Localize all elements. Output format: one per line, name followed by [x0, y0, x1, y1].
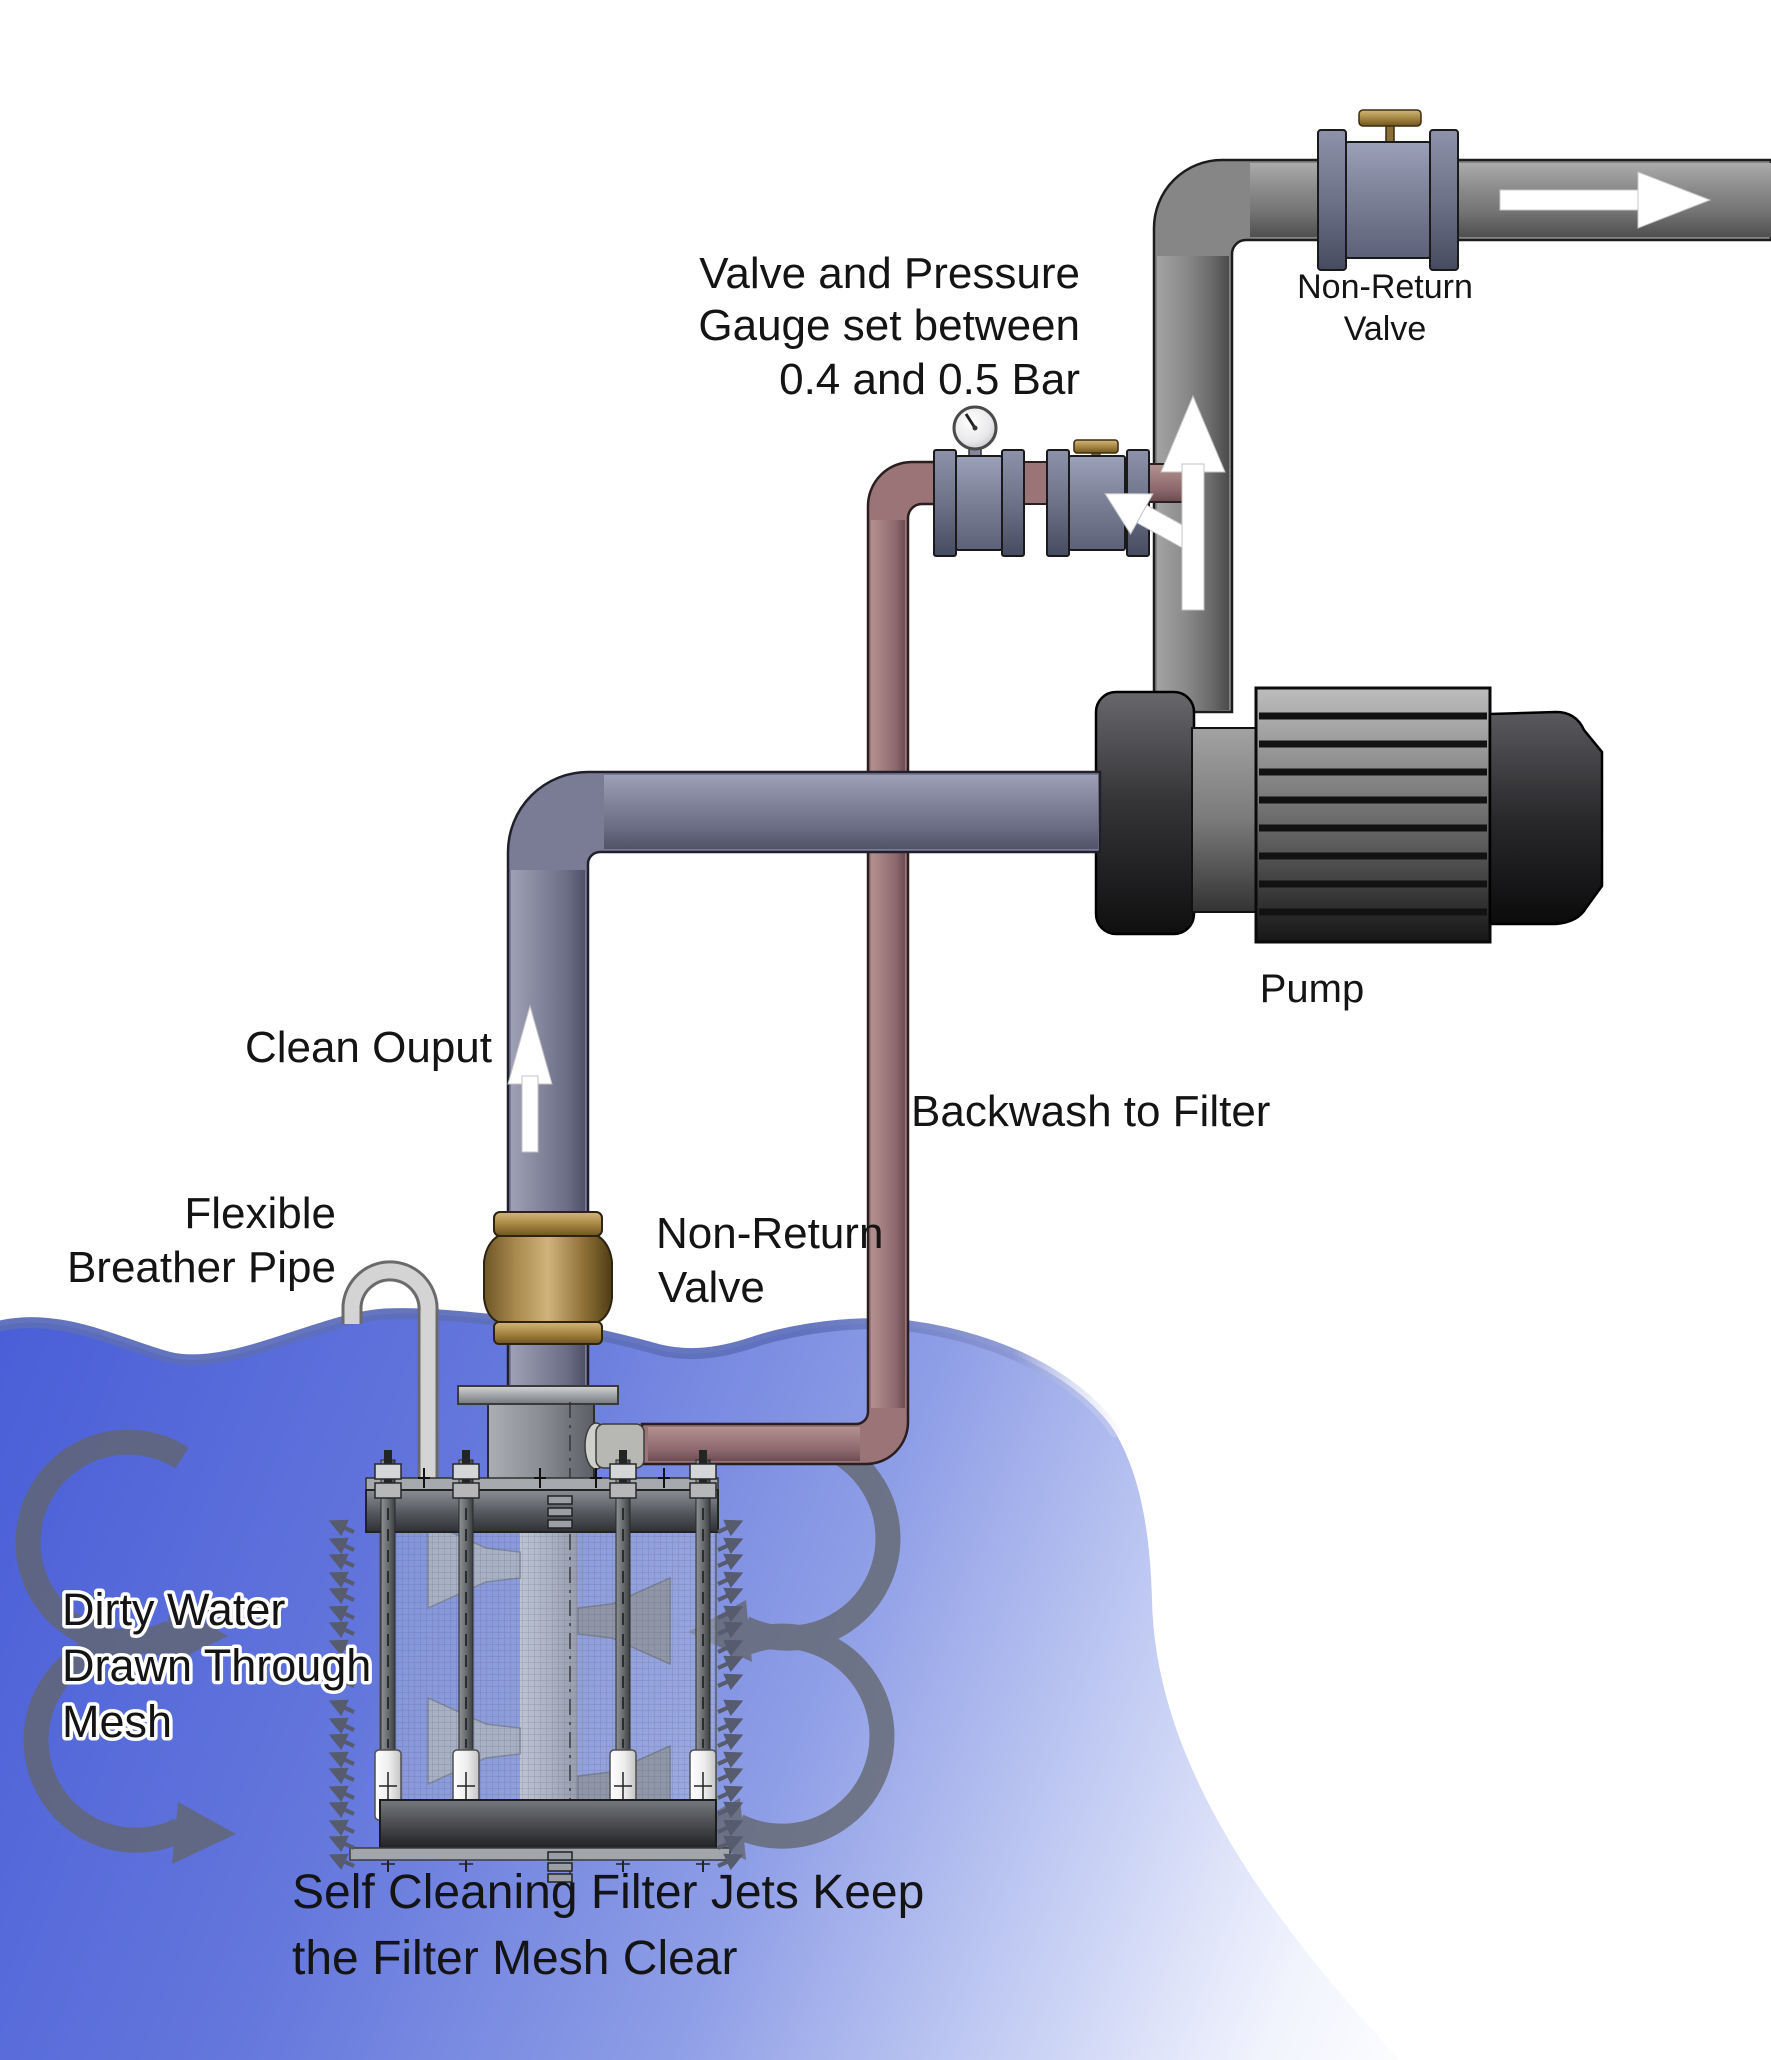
breather-label-line2: Breather Pipe — [67, 1243, 336, 1292]
nonreturn-valve-lower — [483, 1211, 613, 1345]
filter-base-band — [379, 1799, 717, 1849]
bolt — [609, 1450, 637, 1499]
center-stud-cluster-bottom — [547, 1851, 573, 1883]
clean-output-label: Clean Ouput — [245, 1023, 492, 1072]
flow-arrow-right-icon — [1499, 171, 1712, 229]
backwash-horizontal-shading — [648, 1427, 860, 1461]
backwash-vertical-shading — [871, 520, 905, 1408]
pump-flange — [1094, 690, 1196, 936]
pump-motor-ribs — [1259, 712, 1487, 916]
valve-handle-icon — [1358, 109, 1422, 127]
gauge-needle — [964, 413, 977, 429]
dirty-water-label-line2: Drawn Through — [62, 1640, 371, 1691]
bolt — [374, 1450, 402, 1499]
valve-body — [1345, 141, 1431, 259]
nonreturn-top-label-line2: Valve — [1344, 310, 1427, 348]
filter-assembly — [349, 1385, 731, 1883]
discharge-pipe-run — [1152, 158, 1771, 714]
nonreturn-lower-label-line1: Non-Return — [656, 1209, 883, 1258]
pump-housing — [1191, 727, 1259, 913]
setting-valve-handle-icon — [1073, 439, 1119, 454]
flow-arrow-clean-output-icon — [507, 1004, 553, 1153]
valve-gauge-label-line1: Valve and Pressure — [699, 249, 1080, 298]
brass-valve-top-rim — [493, 1211, 603, 1237]
dirty-water-label-line1: Dirty Water — [62, 1584, 285, 1635]
filter-flange-band — [365, 1489, 719, 1533]
filter-head-flange — [457, 1385, 619, 1405]
flange-bolts — [374, 1450, 717, 1499]
nonreturn-top-label-line1: Non-Return — [1297, 268, 1473, 306]
setting-valve-flange-left — [1046, 449, 1070, 557]
nonreturn-valve-top — [1317, 109, 1459, 271]
labels: Valve and Pressure Gauge set between 0.4… — [59, 249, 1473, 1985]
nonreturn-lower-label-line2: Valve — [658, 1263, 765, 1312]
slate-horizontal-shading — [604, 775, 1098, 849]
pump-end-cap — [1488, 710, 1604, 926]
backwash-pipe-elbow-run — [640, 460, 948, 1466]
valve-gauge-label-line3: 0.4 and 0.5 Bar — [779, 355, 1080, 404]
brass-valve-bottom-rim — [493, 1321, 603, 1345]
pump — [1094, 686, 1604, 944]
valve-flange-left — [1317, 129, 1347, 271]
filter-base-plate — [349, 1847, 731, 1861]
gauge-valve-flange-left — [933, 449, 957, 557]
flange-tick-marks — [418, 1468, 670, 1488]
selfclean-label-line2: the Filter Mesh Clear — [292, 1932, 737, 1985]
center-stud-cluster-top — [547, 1495, 573, 1529]
pump-motor-ribbed — [1254, 686, 1492, 944]
valve-gauge-assembly — [933, 405, 1150, 557]
water-surface-line — [0, 1308, 1121, 1438]
gauge-pivot — [972, 425, 978, 431]
flow-arrow-up-icon — [1160, 394, 1226, 611]
flexible-breather-pipe — [341, 1260, 439, 1494]
selfclean-label-line1: Self Cleaning Filter Jets Keep — [292, 1866, 924, 1919]
breather-label-line1: Flexible — [184, 1189, 336, 1238]
backwash-pipe-run — [640, 460, 1187, 1466]
filter-mesh-grid — [380, 1530, 716, 1804]
bolt — [689, 1450, 717, 1499]
pump-label: Pump — [1260, 967, 1365, 1011]
gray-pipe-elbow-run — [1152, 158, 1771, 714]
dirty-water-label-line3: Mesh — [62, 1696, 172, 1747]
backwash-label: Backwash to Filter — [911, 1087, 1270, 1136]
gauge-valve-body — [955, 455, 1003, 551]
brass-valve-barrel — [483, 1235, 613, 1323]
bolt — [452, 1450, 480, 1499]
valve-gauge-label-line2: Gauge set between — [698, 301, 1080, 350]
filter-flange-rim — [365, 1477, 719, 1491]
gauge-valve-flange-right — [1001, 449, 1025, 557]
valve-flange-right — [1429, 129, 1459, 271]
